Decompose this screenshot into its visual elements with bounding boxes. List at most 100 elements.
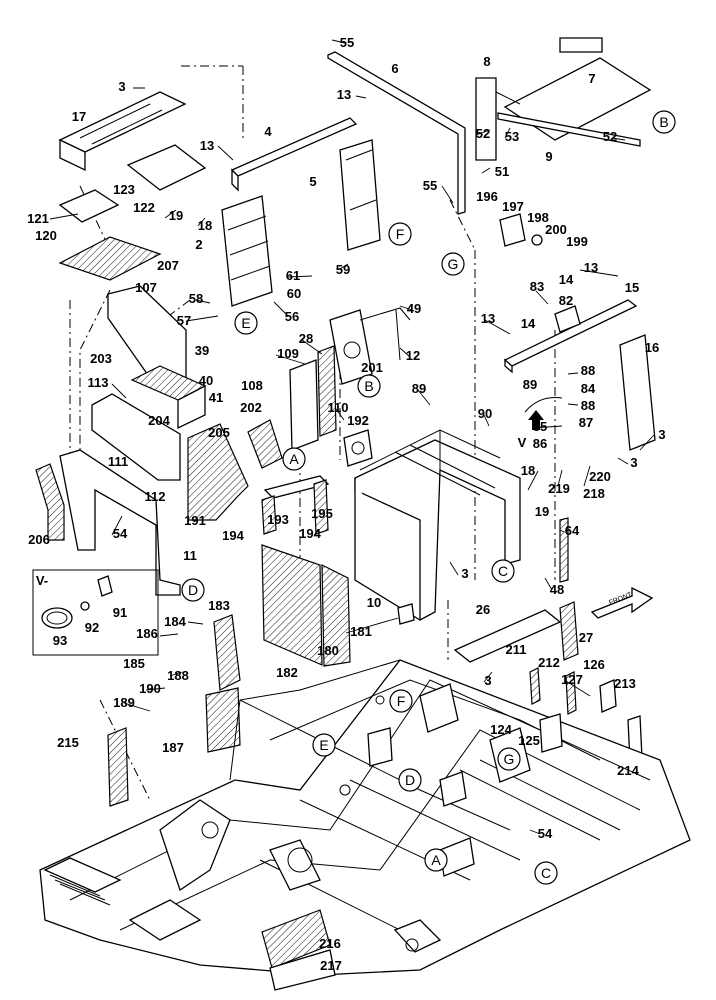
reference-letter: F: [397, 693, 406, 709]
reference-letter-marker: G: [497, 747, 521, 771]
part-number-label: 198: [527, 210, 549, 225]
reference-letter: G: [504, 751, 515, 767]
part-number-label: 93: [53, 633, 67, 648]
part-number-label: 90: [478, 406, 492, 421]
part-number-label: 189: [113, 695, 135, 710]
part-number-label: 197: [502, 199, 524, 214]
part-number-label: 89: [523, 377, 537, 392]
reference-letter-marker: G: [441, 252, 465, 276]
part-number-label: 14: [559, 272, 574, 287]
part-number-label: 182: [276, 665, 298, 680]
reference-letter-marker: C: [491, 559, 515, 583]
part-number-label: 124: [490, 722, 512, 737]
part-number-label: 55: [423, 178, 437, 193]
part-number-label: 123: [113, 182, 135, 197]
reference-letter: B: [364, 378, 373, 394]
part-number-label: 3: [658, 427, 665, 442]
reference-circle: [424, 848, 448, 872]
part-number-label: 61: [286, 268, 300, 283]
reference-letter-marker: B: [652, 110, 676, 134]
part-number-label: 55: [340, 35, 354, 50]
part-number-label: 220: [589, 469, 611, 484]
part-number-label: 108: [241, 378, 263, 393]
reference-letter: B: [659, 114, 668, 130]
lower-chassis: [39, 659, 691, 991]
reference-circle: [398, 768, 422, 792]
part-number-label: 57: [177, 313, 191, 328]
part-number-label: 211: [506, 642, 527, 657]
part-number-label: 217: [320, 958, 342, 973]
part-number-label: 199: [566, 234, 588, 249]
part-number-label: 218: [583, 486, 605, 501]
part-number-label: 202: [240, 400, 262, 415]
reference-letter-marker: C: [534, 861, 558, 885]
reference-letter: D: [405, 772, 415, 788]
part-number-label: 87: [579, 415, 593, 430]
part-number-label: 13: [337, 87, 351, 102]
part-number-label: 89: [412, 381, 426, 396]
part-number-label: 183: [208, 598, 230, 613]
part-number-label: 109: [277, 346, 299, 361]
part-number-label: 60: [287, 286, 301, 301]
part-number-label: 187: [162, 740, 184, 755]
part-number-label: V-: [36, 573, 48, 588]
part-number-label: 88: [581, 398, 595, 413]
part-number-label: 84: [581, 381, 596, 396]
reference-letter: G: [448, 256, 459, 272]
part-number-label: 19: [535, 504, 549, 519]
part-number-label: 40: [199, 373, 213, 388]
part-number-label: 186: [136, 626, 158, 641]
part-number-label: 122: [133, 200, 155, 215]
part-number-label: 16: [645, 340, 659, 355]
reference-circle: [652, 110, 676, 134]
part-number-label: 18: [521, 463, 535, 478]
reference-letter: C: [541, 865, 551, 881]
part-number-label: 185: [123, 656, 145, 671]
part-number-label: 219: [548, 481, 570, 496]
part-number-label: 111: [108, 454, 128, 469]
leader-lines: [49, 39, 655, 835]
reference-circle: [497, 747, 521, 771]
part-number-label: 26: [476, 602, 490, 617]
part-number-label: 5: [309, 174, 316, 189]
part-number-label: 52: [476, 126, 490, 141]
reference-circle: [312, 733, 336, 757]
part-number-label: 10: [367, 595, 381, 610]
part-number-label: 120: [35, 228, 57, 243]
part-number-label: 113: [88, 375, 109, 390]
part-number-label: 212: [538, 655, 560, 670]
part-number-label: 203: [90, 351, 112, 366]
part-number-label: 27: [579, 630, 593, 645]
part-number-label: 194: [222, 528, 244, 543]
part-number-label: 196: [476, 189, 498, 204]
reference-letter-marker: A: [282, 447, 306, 471]
reference-letter-marker: F: [388, 222, 412, 246]
reference-circle: [388, 222, 412, 246]
part-number-label: 192: [347, 413, 369, 428]
reference-letter: C: [498, 563, 508, 579]
part-number-label: 127: [561, 672, 583, 687]
part-number-label: 51: [495, 164, 509, 179]
part-number-label: 9: [545, 149, 552, 164]
part-number-label: 82: [559, 293, 573, 308]
reference-letter: E: [319, 737, 328, 753]
part-number-label: 213: [614, 676, 636, 691]
reference-letter-marker: D: [181, 578, 205, 602]
part-number-label: 11: [183, 548, 197, 563]
part-number-label: 215: [57, 735, 79, 750]
center-frame: FRONT: [107, 397, 654, 807]
part-number-label: 54: [113, 526, 128, 541]
part-number-label: 92: [85, 620, 99, 635]
reference-letter: D: [188, 582, 198, 598]
part-number-label: 41: [209, 390, 223, 405]
part-number-label: 49: [407, 301, 421, 316]
part-number-label: V: [518, 435, 527, 450]
part-number-label: 3: [484, 673, 491, 688]
part-number-label: 191: [184, 513, 206, 528]
part-number-label: 184: [164, 614, 186, 629]
part-number-label: 13: [481, 311, 495, 326]
part-number-label: 13: [584, 260, 598, 275]
part-number-label: 193: [267, 512, 289, 527]
part-number-label: 14: [521, 316, 536, 331]
